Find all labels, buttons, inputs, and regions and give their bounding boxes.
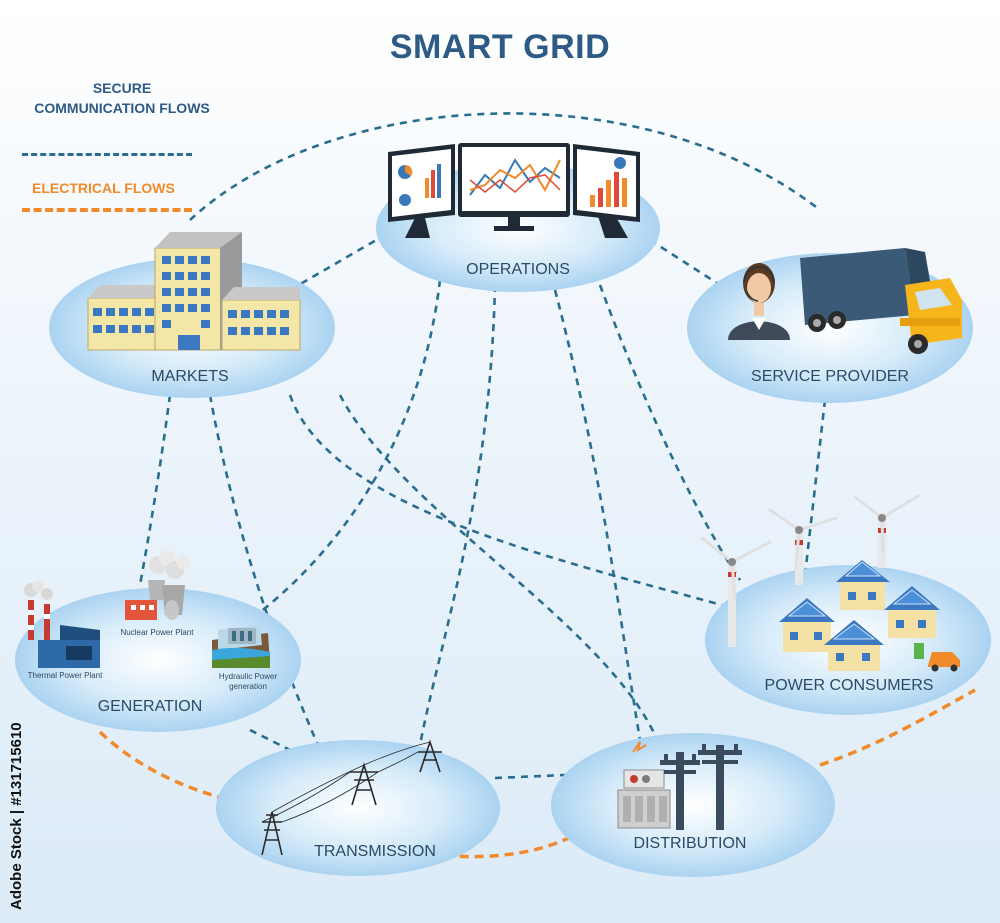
stock-watermark-text: Adobe Stock | #131715610 <box>8 722 25 910</box>
node-label-generation: GENERATION <box>97 698 203 715</box>
comm-outer-arc <box>189 112 821 221</box>
comm-service-consumers <box>803 399 827 576</box>
legend-secure-label: SECURE COMMUNICATION FLOWS <box>34 80 210 116</box>
office-buildings-icon <box>87 232 301 351</box>
thermal-plant-label: Thermal Power Plant <box>27 671 103 680</box>
comm-markets-distribution <box>338 394 657 736</box>
service-agent-icon <box>728 263 790 340</box>
page-title: SMART GRID <box>389 28 611 66</box>
comm-markets-transmission <box>208 394 322 751</box>
node-label-transmission: TRANSMISSION <box>314 843 436 860</box>
comm-operations-service <box>649 238 721 287</box>
comm-transmission-distribution <box>494 773 566 780</box>
transmission-ellipse <box>216 740 500 876</box>
hydraulic-plant-label: Hydraulic Power generation <box>218 672 278 691</box>
legend-electrical-label: ELECTRICAL FLOWS <box>32 180 175 196</box>
legend-electrical-line <box>22 208 192 212</box>
generation-ellipse <box>15 588 301 732</box>
wind-turbines-icon <box>700 494 920 647</box>
electrical-links <box>98 688 976 859</box>
node-label-power-consumers: POWER CONSUMERS <box>764 677 934 694</box>
comm-operations-transmission <box>418 284 497 746</box>
elec-generation-transmission <box>98 730 231 802</box>
comm-operations-generation <box>249 279 442 622</box>
comm-operations-consumers <box>598 284 742 581</box>
comm-operations-distribution <box>553 289 642 741</box>
nuclear-plant-label: Nuclear Power Plant <box>120 628 194 637</box>
node-label-distribution: DISTRIBUTION <box>633 835 747 852</box>
comm-generation-transmission <box>249 728 301 757</box>
transmission-towers-icon <box>261 739 442 856</box>
nuclear-power-plant-icon <box>125 550 190 620</box>
delivery-truck-icon <box>800 248 962 354</box>
solar-houses-icon <box>779 560 940 671</box>
distribution-ellipse <box>551 733 835 877</box>
comm-markets-consumers <box>288 394 741 612</box>
substation-icon <box>617 741 671 829</box>
electric-car-icon <box>914 643 960 672</box>
elec-transmission-distribution <box>399 833 576 859</box>
node-label-service-provider: SERVICE PROVIDER <box>751 368 909 385</box>
utility-poles-icon <box>660 744 742 830</box>
hydro-dam-icon <box>212 625 270 668</box>
thermal-power-plant-icon <box>24 580 100 668</box>
node-label-operations: OPERATIONS <box>466 261 570 278</box>
node-label-markets: MARKETS <box>151 368 229 385</box>
communication-links <box>138 112 827 780</box>
monitors-icon <box>388 143 640 238</box>
legend-secure-line <box>22 153 192 156</box>
elec-distribution-consumers <box>819 688 976 767</box>
comm-markets-generation <box>138 394 172 586</box>
comm-markets-operations <box>289 233 386 292</box>
